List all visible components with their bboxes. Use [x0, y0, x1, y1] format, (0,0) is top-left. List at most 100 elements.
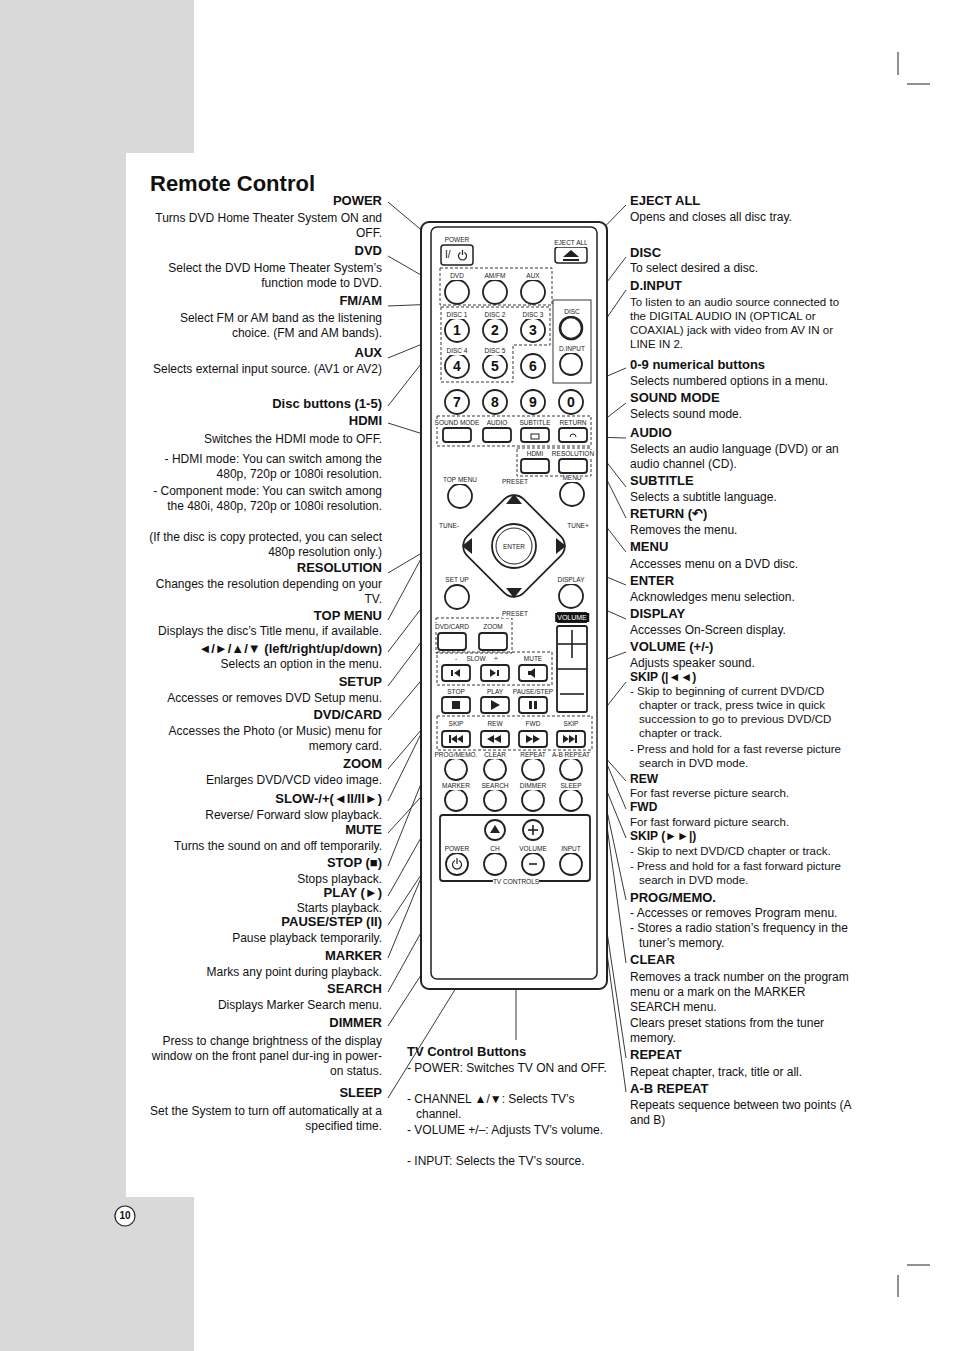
button-label: PRESET: [502, 478, 528, 486]
callout-text: Selects sound mode.: [630, 407, 852, 422]
callout-text: - Skip to beginning of current DVD/CD ch…: [630, 684, 854, 740]
button-label: DISC 2: [485, 311, 506, 319]
button-digit: 2: [491, 322, 499, 338]
button-label: DISC: [564, 308, 580, 316]
button-digit: 8: [491, 394, 499, 410]
callout-text: (If the disc is copy protected, you can …: [140, 530, 382, 560]
callout-text: Turns DVD Home Theater System ON and OFF…: [140, 211, 382, 241]
button-label: STOP: [447, 688, 465, 696]
callout-heading: 0-9 numerical buttons: [630, 357, 855, 372]
button-label: DISC 3: [523, 311, 544, 319]
callout-text: For fast reverse picture search.: [630, 786, 852, 800]
callout-text: Repeat chapter, track, title or all.: [630, 1065, 852, 1080]
button-label: DISC 1: [447, 311, 468, 319]
callout-heading: Disc buttons (1-5): [140, 396, 382, 411]
button-digit: 0: [567, 394, 575, 410]
callout-text: - CHANNEL ▲/▼: Selects TV’s channel.: [407, 1092, 612, 1122]
button-label: CH: [490, 845, 499, 853]
callout-text: - Accesses or removes Program menu.: [630, 906, 854, 921]
callout-heading: PAUSE/STEP (II): [140, 914, 382, 929]
button-label: FWD: [526, 720, 541, 728]
callout-text: Clears preset stations from the tuner me…: [630, 1016, 852, 1046]
callout-heading: D.INPUT: [630, 278, 855, 293]
button-label: MUTE: [524, 655, 542, 663]
callout-heading: ENTER: [630, 573, 855, 588]
callout-heading: PROG/MEMO.: [630, 890, 855, 905]
callout-text: Selects numbered options in a menu.: [630, 374, 852, 389]
callout-text: Marks any point during playback.: [140, 965, 382, 980]
callout-text: Accesses On-Screen display.: [630, 623, 852, 638]
callout-heading: SLOW-/+(◄II/II►): [140, 791, 382, 806]
button-label: DIMMER: [520, 782, 546, 790]
callout-text: Switches the HDMI mode to OFF.: [140, 432, 382, 447]
callout-heading: SETUP: [140, 674, 382, 689]
callout-heading: SEARCH: [140, 981, 382, 996]
page-title: Remote Control: [150, 171, 315, 197]
callout-heading: MUTE: [140, 822, 382, 837]
callout-heading: HDMI: [140, 413, 382, 428]
callout-text: Removes a track number on the program me…: [630, 970, 852, 1015]
button-label: VOLUME: [519, 845, 546, 853]
callout-text: - INPUT: Selects the TV’s source.: [407, 1154, 612, 1169]
button-label: SKIP: [449, 720, 464, 728]
callout-text: - Press and hold for a fast forward pict…: [630, 859, 854, 887]
callout-text: Turns the sound on and off temporarily.: [140, 839, 382, 854]
button-digit: 1: [453, 322, 461, 338]
button-label: SOUND MODE: [435, 419, 480, 427]
button-label: SET UP: [445, 576, 468, 584]
button-label: -: [455, 655, 457, 663]
button-label: DISPLAY: [558, 576, 585, 584]
callout-text: - VOLUME +/–: Adjusts TV’s volume.: [407, 1123, 612, 1138]
callout-text: Selects an audio language (DVD) or an au…: [630, 442, 852, 472]
callout-heading: AUX: [140, 345, 382, 360]
button-label: ZOOM: [483, 623, 503, 631]
button-symbol-text: I/: [445, 249, 451, 261]
button-label: PROG/MEMO.: [435, 751, 478, 759]
button-digit: 7: [453, 394, 461, 410]
button-label: DVD: [450, 272, 464, 280]
callout-text: Removes the menu.: [630, 523, 852, 538]
callout-heading: REW: [630, 772, 855, 787]
callout-text: Select the DVD Home Theater System’s fun…: [140, 261, 382, 291]
callout-heading: TV Control Buttons: [407, 1044, 607, 1059]
button-label: TUNE+: [567, 522, 589, 530]
button-label: SEARCH: [481, 782, 508, 790]
button-label: RESOLUTION: [552, 450, 594, 458]
button-label: SKIP: [564, 720, 579, 728]
callout-text: - HDMI mode: You can switch among the 48…: [140, 452, 382, 482]
callout-heading: SKIP (|◄◄): [630, 670, 855, 685]
button-label: D.INPUT: [559, 345, 585, 353]
callout-heading: EJECT ALL: [630, 193, 855, 208]
callout-text: Repeats sequence between two points (A a…: [630, 1098, 852, 1128]
callout-heading: CLEAR: [630, 952, 855, 967]
callout-text: To listen to an audio source connected t…: [630, 295, 852, 351]
callout-text: Accesses or removes DVD Setup menu.: [140, 691, 382, 706]
callout-heading: STOP (■): [140, 855, 382, 870]
button-label: DISC 4: [447, 347, 468, 355]
button-label: AM/FM: [485, 272, 506, 280]
callout-heading: DIMMER: [140, 1015, 382, 1030]
button-label: REW: [487, 720, 502, 728]
callout-heading: DVD: [140, 243, 382, 258]
callout-heading: REPEAT: [630, 1047, 855, 1062]
button-label: TOP MENU: [443, 476, 477, 484]
callout-heading: SUBTITLE: [630, 473, 855, 488]
callout-text: Selects a subtitle language.: [630, 490, 852, 505]
callout-heading: FWD: [630, 800, 855, 815]
callout-heading: RESOLUTION: [140, 560, 382, 575]
callout-text: Starts playback.: [140, 901, 382, 916]
button-label: TV CONTROLS: [493, 878, 539, 886]
button-label: ENTER: [503, 543, 525, 551]
page-number: 10: [119, 1210, 130, 1222]
callout-text: For fast forward picture search.: [630, 815, 852, 829]
callout-text: - Stores a radio station’s frequency in …: [630, 921, 854, 951]
callout-text: Adjusts speaker sound.: [630, 656, 852, 671]
callout-heading: DISPLAY: [630, 606, 855, 621]
callout-heading: ◄/►/▲/▼ (left/right/up/down): [140, 641, 382, 656]
button-digit: 6: [529, 358, 537, 374]
button-label: MENU: [562, 474, 581, 482]
callout-text: Enlarges DVD/VCD video image.: [140, 773, 382, 788]
button-label: RETURN: [559, 419, 586, 427]
